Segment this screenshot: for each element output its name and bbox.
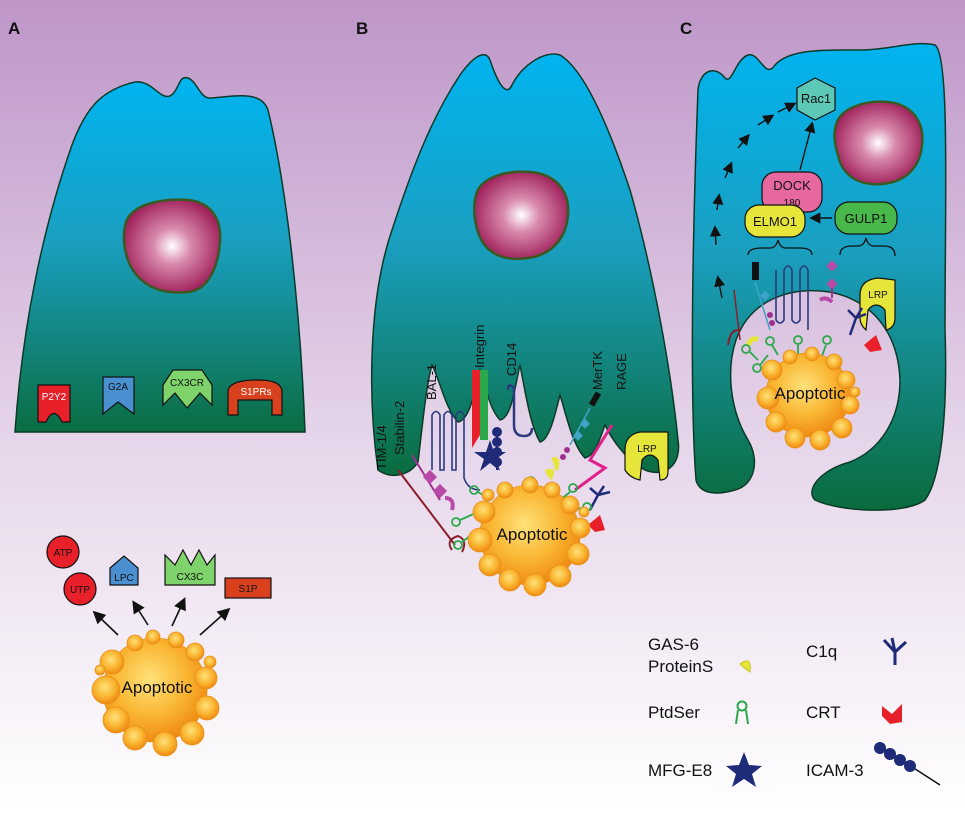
apoptotic-cell-a: Apoptotic [91,629,220,757]
signal-utp: UTP [63,572,97,606]
receptor-tim14: TIM-1/4 [374,425,466,553]
crt-symbol [882,704,902,724]
legend-gas6: GAS-6 ProteinS [648,635,751,676]
label-lrp-c: LRP [868,290,888,301]
label-atp: ATP [54,548,73,559]
crt-b [588,515,605,532]
legend-crt-label: CRT [806,703,841,722]
label-lpc: LPC [114,573,133,584]
receptor-lrp-b: LRP [624,431,669,481]
receptor-p2y2: P2Y2 [37,384,71,423]
panel-a-label: A [8,19,20,38]
panel-c: C Rac1 DOCK 180 ELMO1 GULP1 [680,19,947,511]
nucleus-c [833,100,924,186]
receptor-stabilin2: Stabilin-2 [392,401,455,511]
apoptotic-label-b: Apoptotic [497,525,568,544]
receptors-c [727,260,838,347]
panel-c-label: C [680,19,692,38]
label-gulp1: GULP1 [845,211,888,226]
label-g2a: G2A [108,382,128,393]
gas6-symbol [739,660,751,673]
rac1-node: Rac1 [796,77,836,121]
label-integrin: Integrin [472,325,487,368]
panel-b: B TIM-1/4 Stabilin-2 BAL-1 Integrin [356,19,680,597]
receptor-integrin: Integrin [472,325,506,471]
apoptotic-label-c: Apoptotic [775,384,846,403]
arrows-a [92,597,231,636]
nucleus-b [473,170,570,261]
apoptotic-cell-c: Apoptotic [756,346,861,451]
legend-c1q-label: C1q [806,642,837,661]
mfge8-symbol [726,752,762,787]
icam3-symbol [874,742,941,786]
receptor-cd14: CD14 [504,343,534,438]
legend-icam3-label: ICAM-3 [806,761,864,780]
label-dock-line1: DOCK [773,178,811,193]
crt-c [864,335,882,352]
elmo1-node: ELMO1 [744,204,806,238]
dock180-node: DOCK 180 [761,171,823,213]
legend-gas6-line1: GAS-6 [648,635,699,654]
label-cx3cr: CX3CR [170,378,204,389]
apoptotic-cell-b: Apoptotic [467,476,591,597]
label-rage: RAGE [614,353,629,390]
legend-mfge8: MFG-E8 [648,752,762,787]
receptor-bal1: BAL-1 [424,364,481,491]
gulp1-node: GULP1 [834,201,898,235]
label-s1prs: S1PRs [240,387,271,398]
label-lrp-b: LRP [637,444,657,455]
c1q-c [847,307,867,336]
c1q-symbol [882,637,908,665]
signal-lpc: LPC [109,555,139,586]
receptor-cx3cr: CX3CR [162,369,213,409]
legend-icam3: ICAM-3 [806,742,941,786]
receptor-mertk: MerTK [551,351,605,471]
signal-atp: ATP [46,535,80,569]
panel-b-label: B [356,19,368,38]
label-dock-line2: 180 [784,198,801,209]
label-rac1: Rac1 [801,91,831,106]
label-cd14: CD14 [504,343,519,376]
arrows-c [709,102,832,299]
panel-a: A P2Y2 G2A CX3CR S1PRs ATP UTP [8,19,306,757]
legend-crt: CRT [806,703,902,724]
legend-mfge8-label: MFG-E8 [648,761,712,780]
label-p2y2: P2Y2 [42,392,67,403]
label-utp: UTP [70,585,90,596]
label-elmo1: ELMO1 [753,214,797,229]
gas6-b [545,468,554,480]
ptdser-symbol [735,700,749,725]
signal-s1p: S1P [224,577,272,599]
receptor-lrp-c: LRP [859,277,896,332]
receptor-s1prs: S1PRs [227,379,283,416]
signal-cx3c: CX3C [164,548,216,586]
receptor-g2a: G2A [102,376,135,416]
legend-ptdser-label: PtdSer [648,703,700,722]
nucleus-a [122,198,222,294]
label-mertk: MerTK [590,351,605,390]
legend: GAS-6 ProteinS C1q PtdSer CRT MFG-E8 I [648,635,941,787]
legend-ptdser: PtdSer [648,700,749,725]
label-tim14: TIM-1/4 [374,425,389,470]
receptor-rage: RAGE [574,353,629,492]
legend-c1q: C1q [806,637,908,665]
c1q-b [588,485,611,511]
apoptotic-label-a: Apoptotic [122,678,193,697]
braces-c [747,237,896,257]
label-s1p: S1P [239,584,258,595]
label-cx3c: CX3C [177,572,204,583]
label-stabilin2: Stabilin-2 [392,401,407,455]
icam3-b [492,427,502,470]
label-bal1: BAL-1 [424,364,439,400]
legend-gas6-line2: ProteinS [648,657,713,676]
ptdser-c [741,335,832,373]
